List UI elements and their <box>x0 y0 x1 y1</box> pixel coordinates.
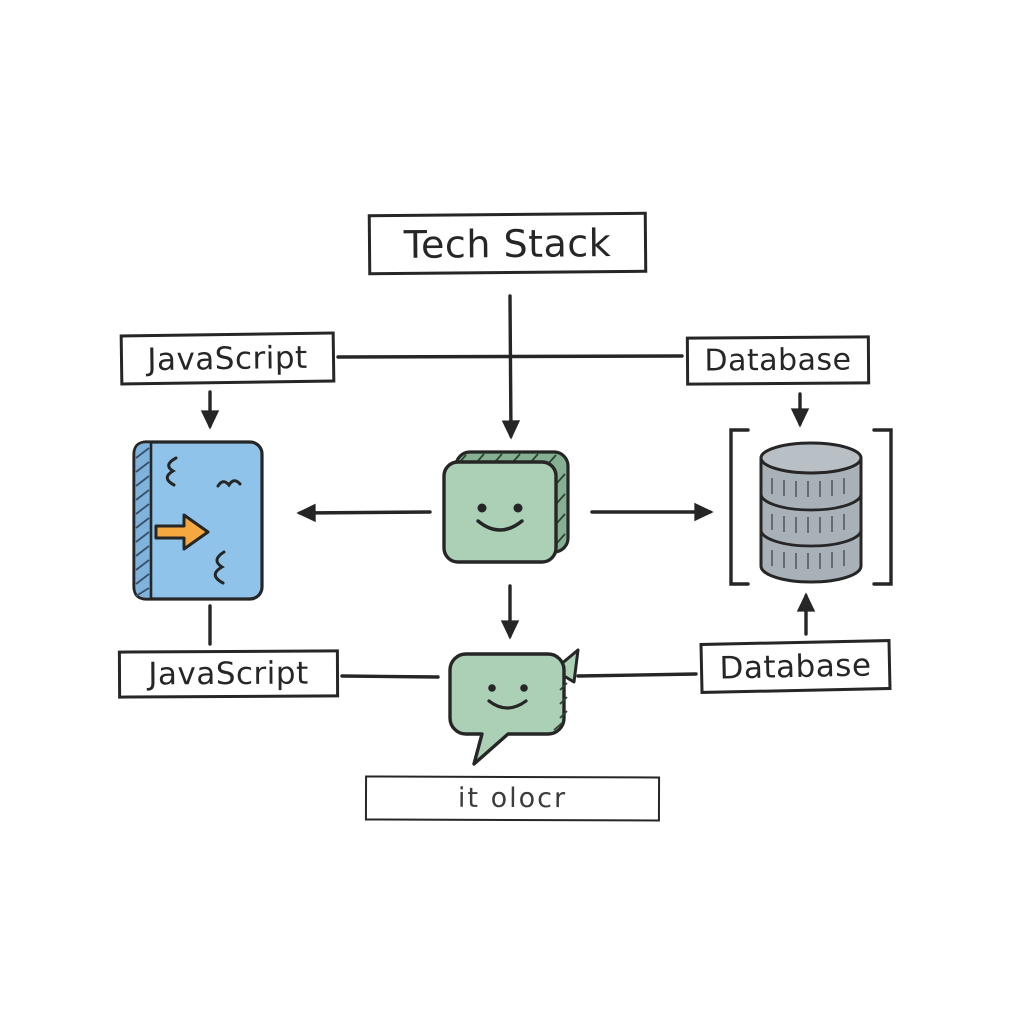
smiley-face <box>487 684 528 710</box>
line-chat-icon-to-database-bottom <box>576 672 698 678</box>
javascript-bottom-box: JavaScript <box>117 649 340 699</box>
caption-label: it olocr <box>457 782 568 815</box>
blue-code-book-icon <box>132 440 264 601</box>
cylinder-hatch <box>771 478 845 569</box>
spine-hatch <box>135 447 150 597</box>
cube-bevel-hatch <box>457 453 566 544</box>
green-cube-smiley-icon <box>442 450 570 564</box>
title-label: Tech Stack <box>403 220 612 267</box>
arrow-title-to-app-icon <box>501 294 521 440</box>
smiley-face <box>476 503 524 532</box>
javascript-bottom-label: JavaScript <box>148 655 309 693</box>
arrow-app-icon-to-code-icon <box>296 503 432 523</box>
line-javascript-top-to-database-top <box>336 354 684 359</box>
brackets <box>729 428 893 586</box>
javascript-top-label: JavaScript <box>147 339 308 378</box>
caption-box: it olocr <box>364 775 661 822</box>
database-top-label: Database <box>704 342 852 379</box>
bubble-edge-hatch <box>553 682 568 731</box>
database-bottom-label: Database <box>719 646 872 687</box>
database-bottom-box: Database <box>699 639 892 694</box>
orange-arrow-icon <box>154 513 210 551</box>
green-chat-bubble-smiley-icon <box>448 648 580 766</box>
line-javascript-bottom-to-chat-icon <box>340 674 440 679</box>
database-top-box: Database <box>685 335 871 386</box>
javascript-top-box: JavaScript <box>119 331 336 386</box>
database-cylinder-stack-icon <box>729 428 893 586</box>
title-box: Tech Stack <box>367 211 648 276</box>
code-squiggles <box>165 456 242 585</box>
